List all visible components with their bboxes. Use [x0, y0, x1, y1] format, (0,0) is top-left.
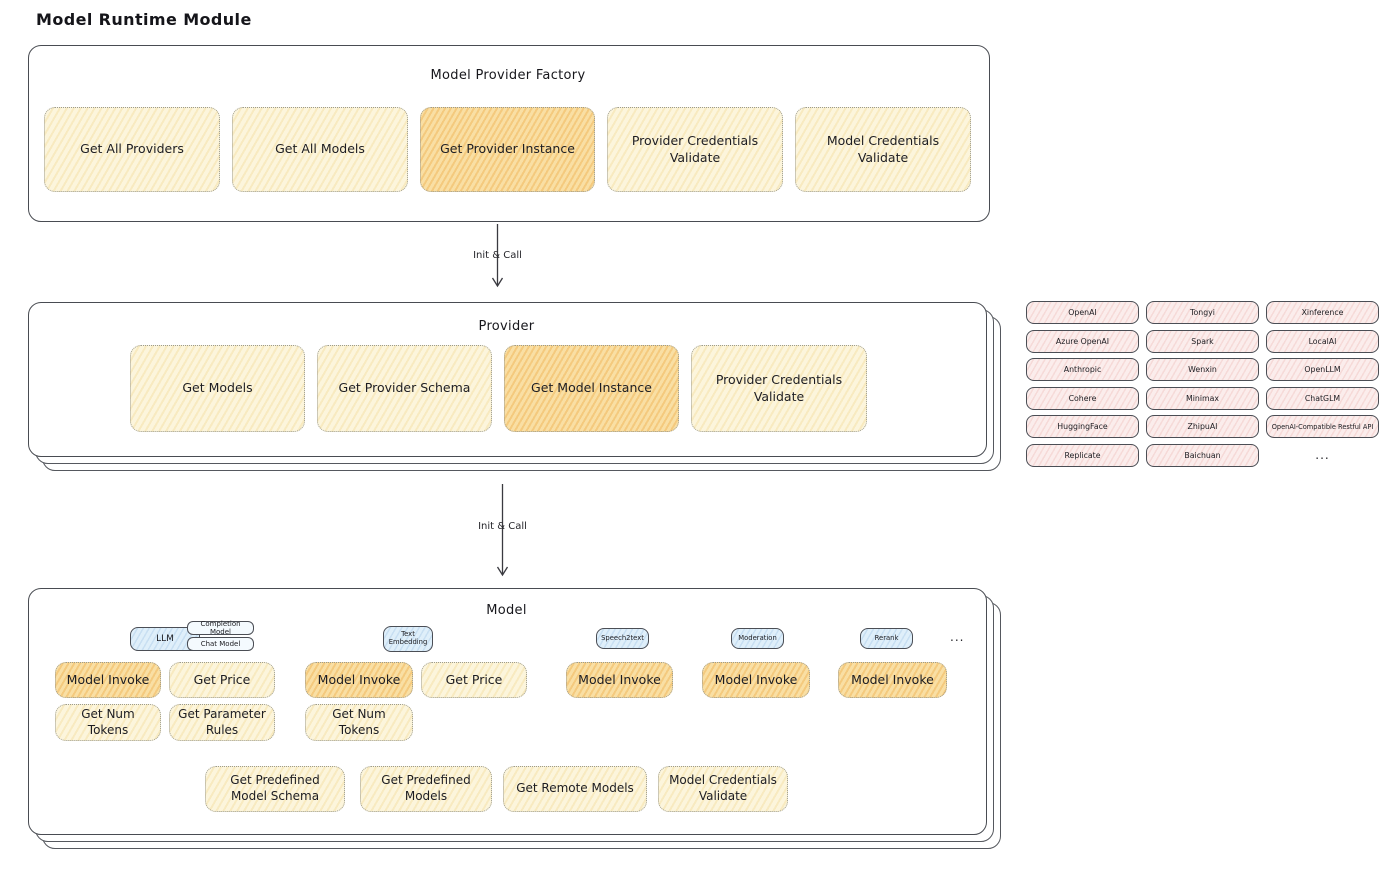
llm-get-num-tokens: Get Num Tokens [55, 704, 161, 741]
factory-box-get-all-models: Get All Models [232, 107, 408, 192]
model-box-get-remote-models: Get Remote Models [503, 766, 647, 812]
llm-model-invoke: Model Invoke [55, 662, 161, 698]
init-call-label-2: Init & Call [478, 521, 527, 532]
provider-chip-openai-compatible-restful-api: OpenAI-Compatible Restful API [1266, 415, 1379, 438]
arrow-down-icon [491, 224, 504, 288]
tag-chat-model: Chat Model [187, 637, 254, 651]
model-tags-more: ... [950, 630, 965, 644]
provider-chip-anthropic: Anthropic [1026, 358, 1139, 381]
text-embedding-get-price: Get Price [421, 662, 527, 698]
provider-chip-replicate: Replicate [1026, 443, 1139, 467]
factory-box-provider-credentials-validate: Provider Credentials Validate [607, 107, 783, 192]
model-box-get-predefined-models: Get Predefined Models [360, 766, 492, 812]
tag-completion-model: Completion Model [187, 620, 254, 636]
provider-chip-azure-openai: Azure OpenAI [1026, 329, 1139, 353]
provider-title: Provider [478, 319, 535, 334]
text-embedding-model-invoke: Model Invoke [305, 662, 413, 698]
provider-chip-wenxin: Wenxin [1146, 358, 1259, 381]
tag-speech2text: Speech2text [596, 628, 649, 649]
provider-box-get-models: Get Models [130, 345, 305, 432]
model-box-get-predefined-model-schema: Get Predefined Model Schema [205, 766, 345, 812]
provider-chip-openllm: OpenLLM [1266, 358, 1379, 381]
provider-box-get-model-instance: Get Model Instance [504, 345, 679, 432]
provider-chip-baichuan: Baichuan [1146, 443, 1259, 467]
tag-rerank: Rerank [860, 628, 913, 649]
model-title: Model [486, 603, 527, 618]
tag-text-embedding: Text Embedding [383, 626, 433, 652]
speech2text-model-invoke: Model Invoke [566, 662, 673, 698]
provider-box-provider-credentials-validate: Provider Credentials Validate [691, 345, 867, 432]
provider-chip-tongyi: Tongyi [1146, 301, 1259, 324]
provider-box-get-provider-schema: Get Provider Schema [317, 345, 492, 432]
provider-chip-minimax: Minimax [1146, 386, 1259, 410]
provider-chip-localai: LocalAI [1266, 329, 1379, 353]
arrow-down-icon [496, 484, 509, 577]
provider-chip-zhipuai: ZhipuAI [1146, 415, 1259, 438]
provider-chip-xinference: Xinference [1266, 301, 1379, 324]
provider-chip-openai: OpenAI [1026, 301, 1139, 324]
init-call-label-1: Init & Call [473, 250, 522, 261]
rerank-model-invoke: Model Invoke [838, 662, 947, 698]
provider-chip-chatglm: ChatGLM [1266, 386, 1379, 410]
provider-chip-cohere: Cohere [1026, 386, 1139, 410]
providers-grid-more: ... [1315, 448, 1330, 462]
factory-box-get-provider-instance: Get Provider Instance [420, 107, 595, 192]
factory-box-get-all-providers: Get All Providers [44, 107, 220, 192]
tag-moderation: Moderation [731, 628, 784, 649]
factory-title: Model Provider Factory [430, 68, 586, 83]
model-box-model-credentials-validate: Model Credentials Validate [658, 766, 788, 812]
provider-chip-huggingface: HuggingFace [1026, 415, 1139, 438]
text-embedding-get-num-tokens: Get Num Tokens [305, 704, 413, 741]
factory-box-model-credentials-validate: Model Credentials Validate [795, 107, 971, 192]
providers-grid: OpenAI Tongyi Xinference Azure OpenAI Sp… [1026, 301, 1379, 467]
llm-get-parameter-rules: Get Parameter Rules [169, 704, 275, 741]
moderation-model-invoke: Model Invoke [702, 662, 810, 698]
provider-chip-spark: Spark [1146, 329, 1259, 353]
llm-get-price: Get Price [169, 662, 275, 698]
page-title: Model Runtime Module [36, 10, 252, 29]
